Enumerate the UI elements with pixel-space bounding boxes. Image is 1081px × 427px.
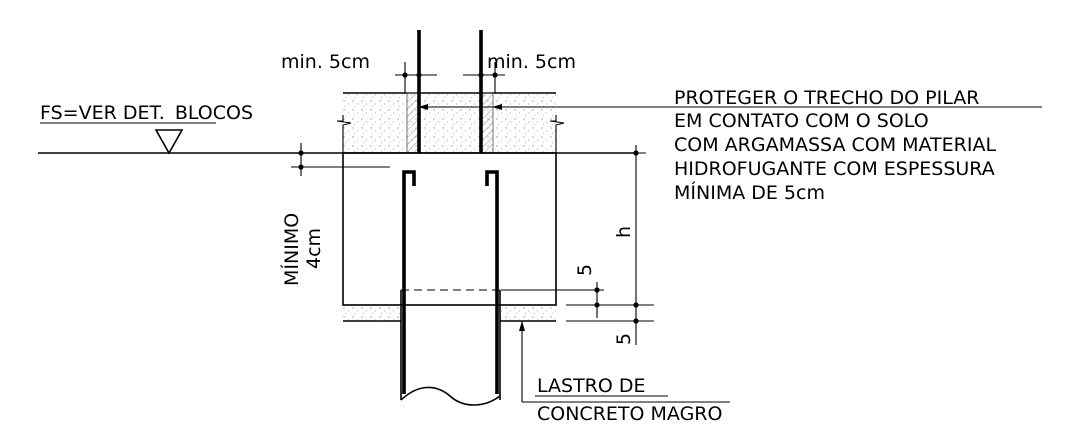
h-label: h: [613, 226, 635, 238]
note-line-4: HIDROFUGANTE COM ESPESSURA: [674, 158, 995, 180]
pile: [400, 289, 501, 406]
pile-rebars: [402, 170, 499, 394]
fs-prefix: FS=: [40, 102, 79, 124]
minimo-label: MÍNIMO: [280, 213, 303, 286]
min-cover-left-label: min. 5cm: [281, 51, 370, 73]
lastro-label-line-1: LASTRO DE: [537, 375, 646, 397]
minimo-dimension: [291, 143, 390, 176]
fs-suffix: BLOCOS: [175, 102, 253, 124]
min-cover-right-label: min. 5cm: [487, 51, 576, 73]
h-dimension: [501, 145, 654, 345]
lastro-label-line-2: CONCRETO MAGRO: [537, 403, 722, 425]
note-leader: [418, 104, 1042, 110]
water-level-triangle: [154, 129, 184, 155]
note-line-3: COM ARGAMASSA COM MATERIAL: [674, 134, 996, 156]
foundation-block: [342, 152, 557, 306]
top-cover-dims: [395, 62, 505, 93]
note-line-2: EM CONTATO COM O SOLO: [674, 110, 929, 132]
note-line-1: PROTEGER O TRECHO DO PILAR: [674, 87, 979, 109]
upper-soil-layer: [336, 92, 565, 153]
dim-top-label: 5: [574, 264, 596, 276]
fs-link: VER DET.: [79, 102, 165, 124]
lastro-leader: [519, 321, 730, 403]
minimo-value-label: 4cm: [303, 228, 325, 269]
note-line-5: MÍNIMA DE 5cm: [674, 181, 825, 204]
fs-label: FS=VER DET. BLOCOS: [40, 102, 253, 124]
dim-bottom-label: 5: [613, 333, 635, 345]
lean-concrete-layer: [343, 305, 556, 322]
